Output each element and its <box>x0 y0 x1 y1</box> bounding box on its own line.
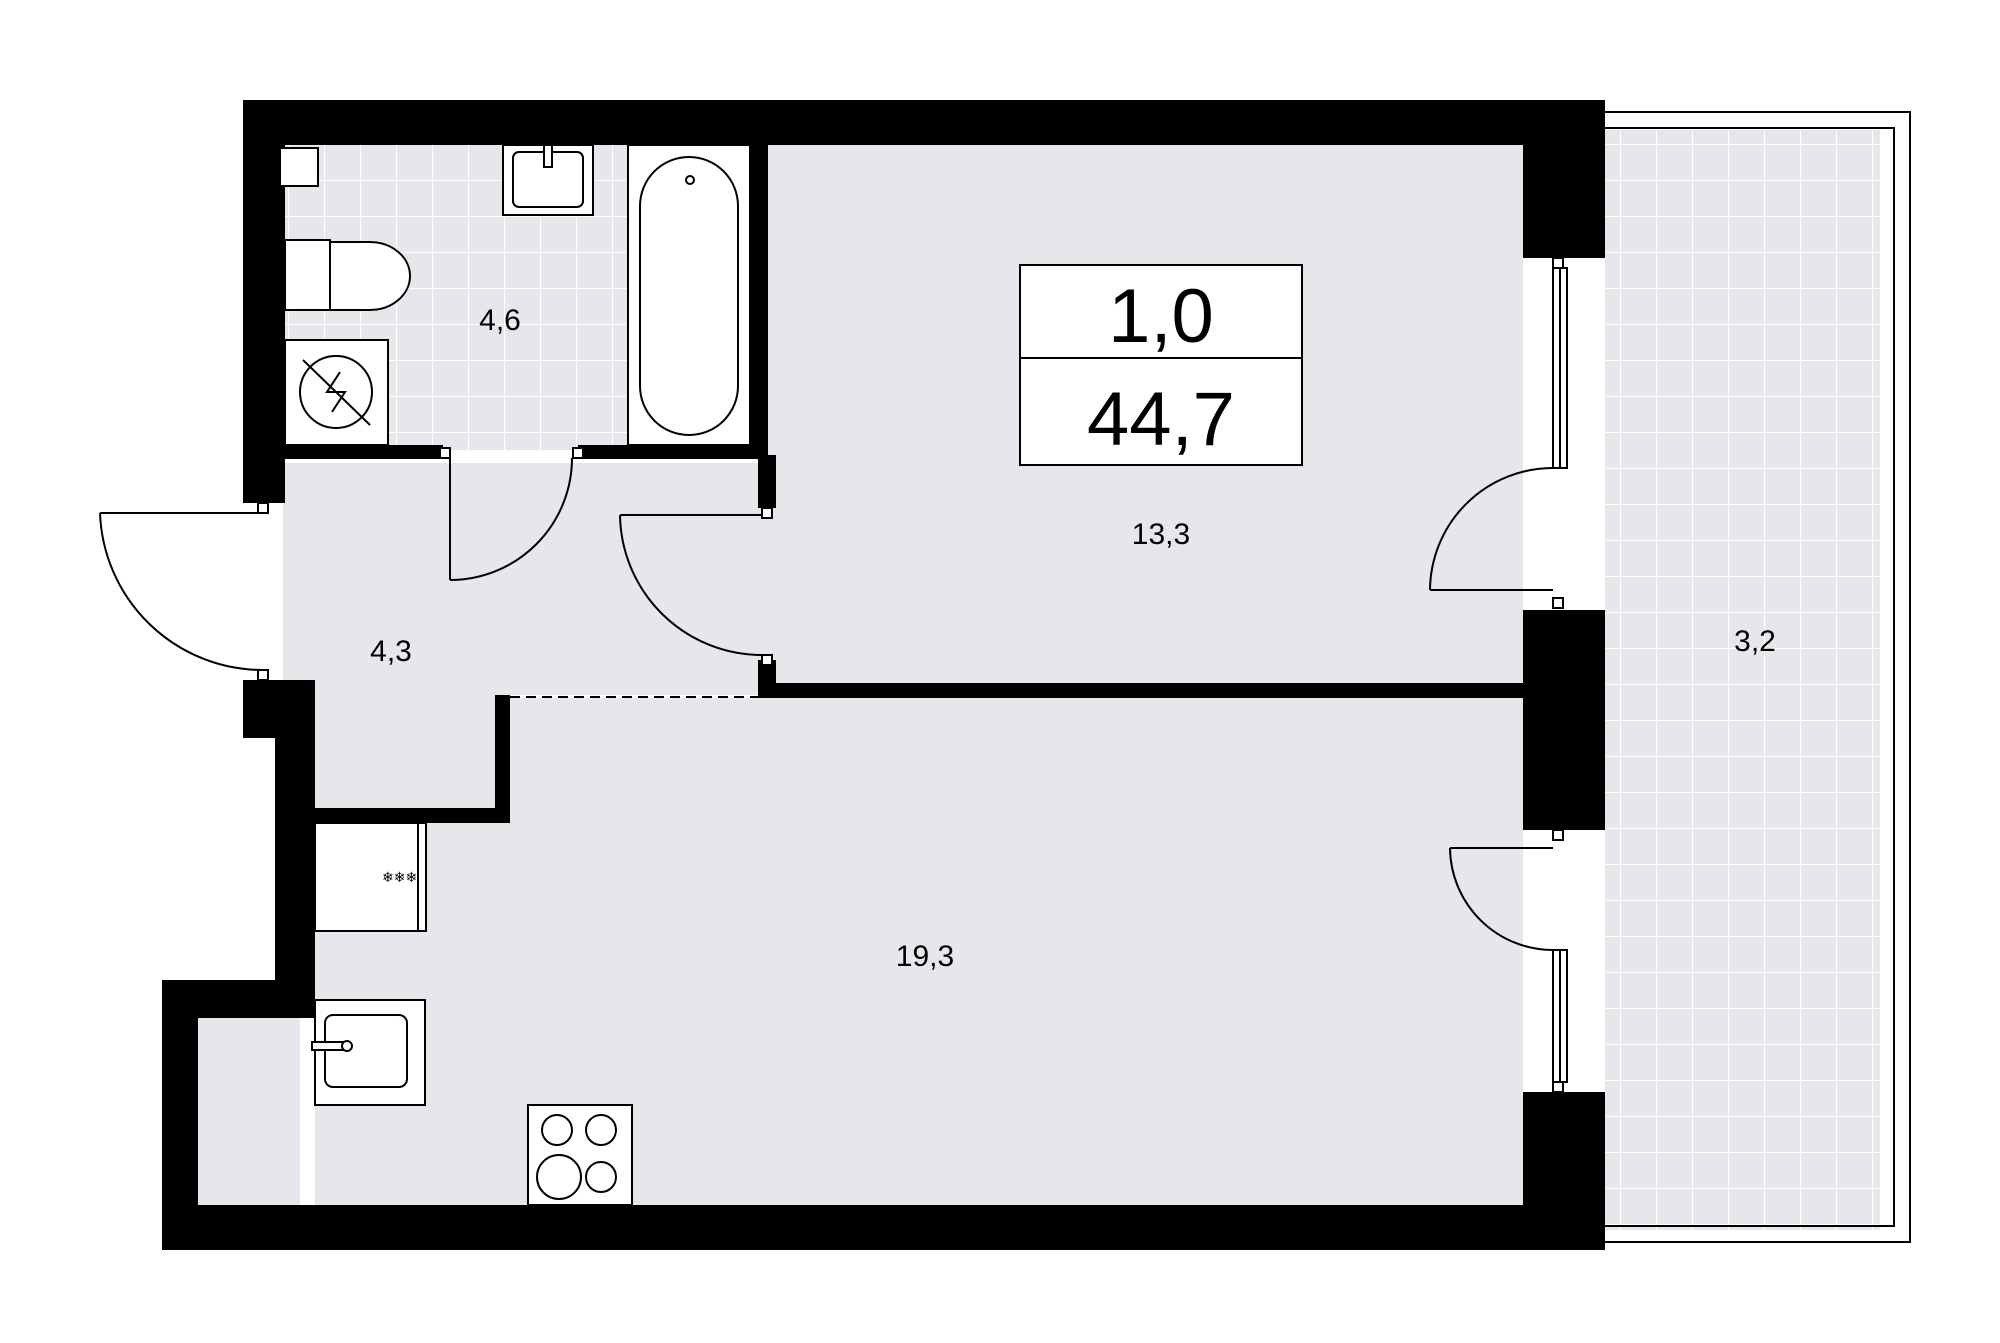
wall-right-1 <box>1523 100 1605 258</box>
fixtures: ❄❄❄ <box>284 144 751 1206</box>
wall-right-2 <box>1523 610 1605 830</box>
wall-bath-bottom <box>285 445 443 459</box>
wall-top <box>243 100 1605 145</box>
svg-text:❄❄❄: ❄❄❄ <box>382 870 417 886</box>
room-area-kitchen: 19,3 <box>896 940 954 973</box>
room-area-bedroom: 13,3 <box>1132 518 1190 551</box>
fridge-icon: ❄❄❄ <box>314 822 427 932</box>
bathroom-sink-icon <box>502 144 594 216</box>
bathtub-icon <box>627 144 751 446</box>
room-area-balcony: 3,2 <box>1734 625 1776 658</box>
bathroom-door-arc <box>449 457 573 581</box>
cooktop-icon <box>527 1104 633 1206</box>
balcony-railing <box>1600 111 1911 1243</box>
balcony-windows <box>1552 267 1568 1083</box>
shaft <box>279 147 319 187</box>
toilet-icon <box>284 239 411 311</box>
room-area-bathroom: 4,6 <box>479 304 521 337</box>
room-area-hallway: 4,3 <box>370 635 412 668</box>
wall-bath-bottom-2 <box>578 445 768 459</box>
kitchen-sink-icon <box>311 999 426 1106</box>
walls <box>162 100 1605 1250</box>
door-jambs <box>257 257 1564 1093</box>
rooms-count-label: 1,0 <box>1108 274 1214 359</box>
balcony-floor <box>1605 130 1880 1230</box>
total-area-label: 44,7 <box>1087 377 1235 462</box>
wall-right-3 <box>1523 1092 1605 1250</box>
wall-hall-corner <box>495 695 510 823</box>
washing-machine-icon <box>284 339 389 446</box>
wall-left-upper <box>243 100 285 503</box>
wall-bottom <box>162 1205 1605 1250</box>
entrance-door-arc <box>99 512 264 671</box>
storage-floor <box>198 1018 300 1205</box>
kitchen-balcony-door-arc <box>1449 847 1554 951</box>
room-labels: 4,6 4,3 13,3 19,3 3,2 <box>370 304 1776 973</box>
wall-bedroom-left <box>758 455 776 508</box>
apartment-summary: 1,0 44,7 <box>1019 264 1303 466</box>
kitchen-floor <box>315 698 1523 1205</box>
bedroom-door-arc <box>619 514 763 656</box>
wall-left-mid <box>275 690 315 993</box>
wall-bedroom-bottom <box>758 683 1523 698</box>
doors <box>99 457 1554 951</box>
hallway-floor <box>283 463 768 810</box>
wall-hall-bottom <box>315 808 510 823</box>
bedroom-balcony-door-arc <box>1429 467 1554 591</box>
wall-bath-right <box>750 100 768 450</box>
